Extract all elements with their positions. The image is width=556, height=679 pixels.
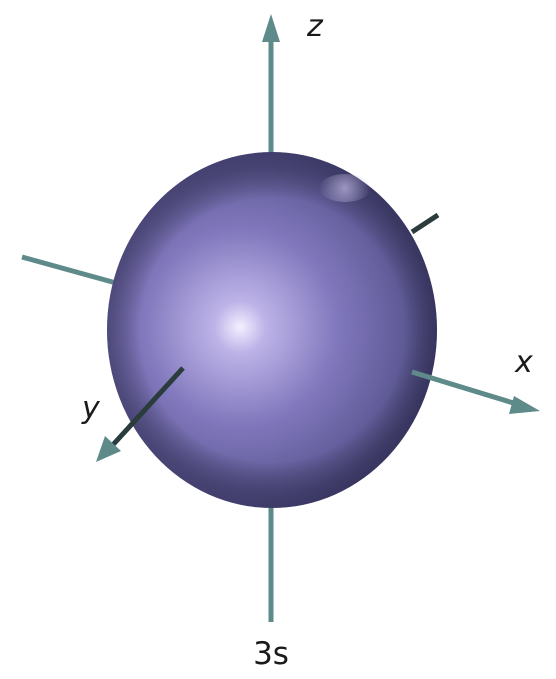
z-arrowhead-icon bbox=[262, 14, 280, 42]
y-axis-back bbox=[22, 257, 116, 283]
orbital-caption: 3s bbox=[253, 636, 289, 672]
sphere-rim-shade bbox=[107, 152, 437, 508]
x-axis-back bbox=[412, 215, 438, 232]
y-axis-label: y bbox=[81, 391, 101, 426]
x-arrowhead-icon bbox=[509, 396, 540, 414]
sphere-highlight-top bbox=[319, 174, 371, 202]
z-axis-label: z bbox=[306, 9, 324, 44]
sphere-3s-orbital bbox=[107, 152, 437, 508]
x-axis-label: x bbox=[514, 345, 533, 380]
x-axis-front bbox=[412, 372, 520, 405]
